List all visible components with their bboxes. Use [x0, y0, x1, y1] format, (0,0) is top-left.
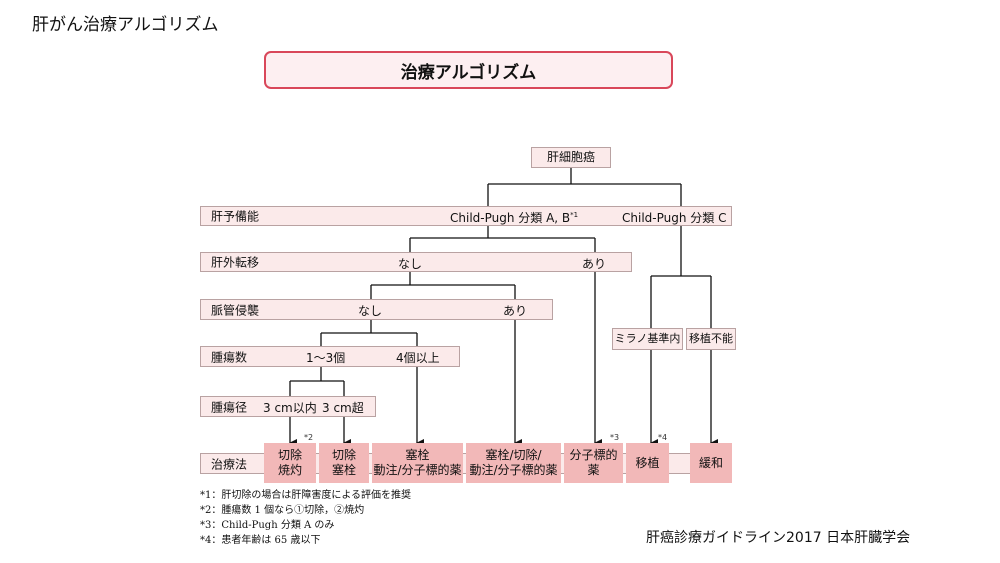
row-label-extrahepatic: 肝外転移 — [211, 255, 260, 270]
extrahepatic-none: なし — [398, 257, 423, 271]
row-label-liver-function: 肝予備能 — [211, 209, 260, 224]
treatment-label: 切除 焼灼 — [277, 448, 302, 477]
footnote: *4：患者年齢は 65 歳以下 — [200, 535, 321, 546]
row-tumor-size: 腫瘍径 — [200, 396, 376, 417]
footnote: *3：Child-Pugh 分類 A のみ — [200, 520, 335, 531]
liver-function-ab: Child-Pugh 分類 A, B*1 — [450, 209, 578, 226]
row-label-tumor-size: 腫瘍径 — [211, 400, 248, 414]
tumor-count-4plus: 4個以上 — [396, 351, 440, 365]
treatment-label: 移植 — [635, 455, 660, 470]
treatment-box: 切除 塞栓 — [319, 443, 369, 483]
algorithm-title-box: 治療アルゴリズム — [264, 51, 673, 89]
root-label: 肝細胞癌 — [546, 150, 595, 164]
condition-no-transplant-label: 移植不能 — [689, 332, 733, 346]
treatment-box: 塞栓 動注/分子標的薬 — [372, 443, 463, 483]
liver-function-c: Child-Pugh 分類 C — [622, 211, 727, 225]
treatment-ref-mark: *2 — [304, 433, 314, 442]
treatment-box: 塞栓/切除/ 動注/分子標的薬 — [466, 443, 561, 483]
row-tumor-count: 腫瘍数 — [200, 346, 460, 367]
treatment-box: 分子標的薬 — [564, 443, 623, 483]
source-credit: 肝癌診療ガイドライン2017 日本肝臓学会 — [646, 530, 911, 546]
row-label-vascular: 脈管侵襲 — [211, 303, 260, 317]
tumor-count-1-3: 1〜3個 — [306, 351, 346, 365]
vascular-yes: あり — [503, 304, 528, 318]
slide-title: 肝がん治療アルゴリズム — [32, 15, 219, 35]
vascular-none: なし — [358, 304, 383, 318]
treatment-label: 分子標的薬 — [569, 448, 618, 477]
row-extrahepatic: 肝外転移 — [200, 252, 632, 272]
extrahepatic-yes: あり — [582, 257, 607, 271]
footnote: *2：腫瘍数 1 個なら①切除，②焼灼 — [200, 505, 365, 516]
root-node-hcc: 肝細胞癌 — [531, 147, 611, 168]
footnotes: *1：肝切除の場合は肝障害度による評価を推奨 *2：腫瘍数 1 個なら①切除，②… — [200, 488, 411, 548]
condition-no-transplant: 移植不能 — [686, 328, 736, 350]
treatment-box: 緩和 — [690, 443, 732, 483]
treatment-label: 緩和 — [698, 455, 723, 470]
tumor-size-small: 3 cm以内 — [263, 401, 317, 415]
row-label-treatment: 治療法 — [211, 457, 248, 471]
treatment-label: 切除 塞栓 — [331, 448, 356, 477]
footnote: *1：肝切除の場合は肝障害度による評価を推奨 — [200, 490, 412, 501]
row-vascular-invasion: 脈管侵襲 — [200, 299, 553, 320]
treatment-box: 切除 焼灼 — [264, 443, 316, 483]
treatment-box: 移植 — [626, 443, 669, 483]
condition-milan-label: ミラノ基準内 — [614, 332, 681, 346]
treatment-label: 塞栓 動注/分子標的薬 — [373, 448, 462, 477]
treatment-ref-mark: *3 — [610, 433, 620, 442]
treatment-label: 塞栓/切除/ 動注/分子標的薬 — [469, 448, 558, 477]
liver-function-ab-ref: *1 — [570, 211, 579, 219]
algorithm-title: 治療アルゴリズム — [400, 62, 537, 83]
tumor-size-large: 3 cm超 — [322, 401, 364, 415]
row-liver-function: 肝予備能 — [200, 206, 732, 226]
liver-function-ab-text: Child-Pugh 分類 A, B — [450, 211, 571, 225]
condition-milan: ミラノ基準内 — [612, 328, 683, 350]
treatment-ref-mark: *4 — [658, 433, 668, 442]
row-label-tumor-count: 腫瘍数 — [211, 350, 248, 364]
